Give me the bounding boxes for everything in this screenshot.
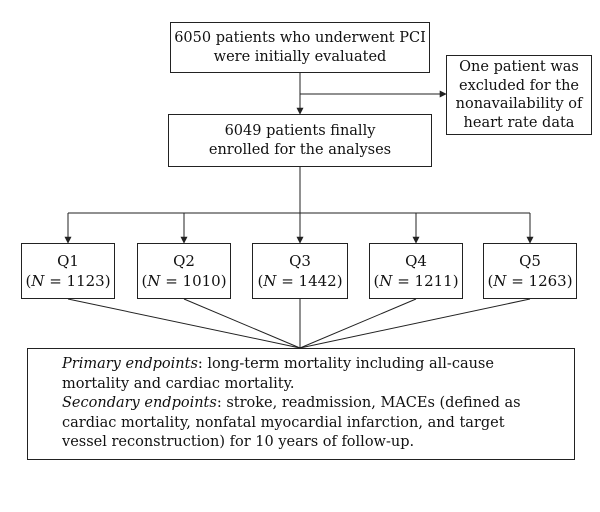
excluded-line-2: excluded for the [459, 77, 579, 94]
primary-endpoints-text: Primary endpoints: long-term mortality i… [62, 356, 494, 392]
excluded-patient-box: One patient was excluded for the nonavai… [446, 55, 592, 135]
secondary-endpoints-text: Secondary endpoints: stroke, readmission… [62, 395, 521, 451]
quintile-count: (N = 1442) [257, 272, 343, 290]
line-q5-to-endpoints [299, 298, 531, 349]
quintile-count: (N = 1123) [25, 272, 111, 290]
line-q4-to-endpoints [299, 298, 417, 349]
secondary-endpoints-label: Secondary endpoints [62, 395, 217, 412]
quintile-count: (N = 1211) [373, 272, 459, 290]
quintile-label: Q2 [173, 252, 195, 270]
excluded-line-1: One patient was [459, 59, 579, 75]
quintile-label: Q5 [519, 252, 541, 270]
excluded-line-4: heart rate data [463, 114, 575, 131]
quintile-label: Q4 [405, 252, 427, 270]
quintile-label: Q1 [57, 252, 79, 270]
initial-line-1: 6050 patients who underwent PCI [174, 29, 426, 46]
endpoints-box: Primary endpoints: long-term mortality i… [27, 348, 575, 460]
quintile-count: (N = 1010) [141, 272, 227, 290]
enrolled-patients-box: 6049 patients finally enrolled for the a… [168, 114, 432, 167]
initial-evaluation-box: 6050 patients who underwent PCI were ini… [170, 22, 430, 73]
line-q1-to-endpoints [67, 298, 301, 349]
initial-line-2: were initially evaluated [213, 48, 387, 65]
primary-endpoints-label: Primary endpoints [62, 356, 198, 373]
enrolled-line-1: 6049 patients finally [224, 122, 376, 139]
quintile-box-q5: Q5 (N = 1263) [483, 243, 577, 299]
enrolled-line-2: enrolled for the analyses [208, 141, 392, 158]
quintile-box-q1: Q1 (N = 1123) [21, 243, 115, 299]
excluded-line-3: nonavailability of [455, 96, 583, 112]
quintile-count: (N = 1263) [487, 272, 573, 290]
quintile-label: Q3 [289, 252, 311, 270]
quintile-box-q2: Q2 (N = 1010) [137, 243, 231, 299]
quintile-box-q3: Q3 (N = 1442) [252, 243, 348, 299]
line-q2-to-endpoints [183, 298, 301, 349]
quintile-box-q4: Q4 (N = 1211) [369, 243, 463, 299]
